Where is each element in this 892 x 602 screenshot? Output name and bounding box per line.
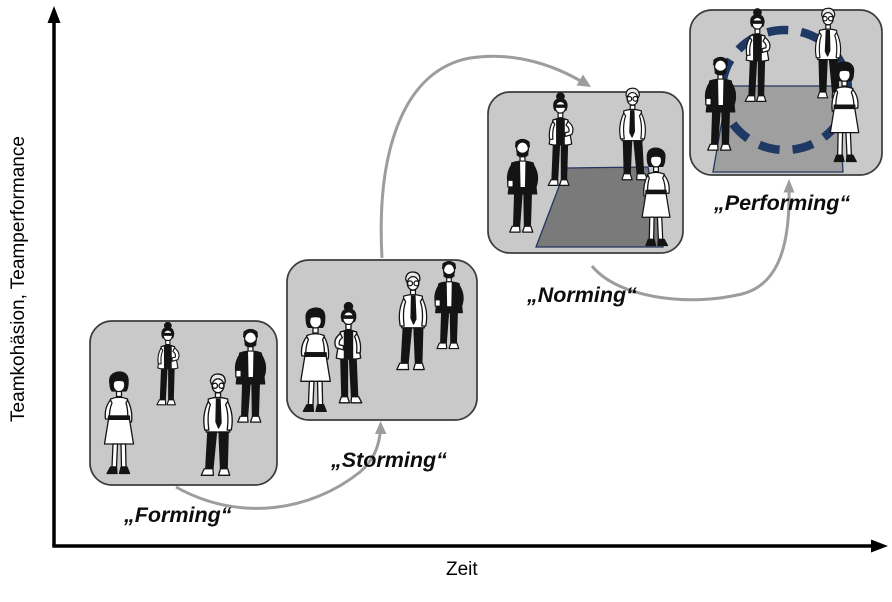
y-axis-label: Teamkohäsion, Teamperformance bbox=[8, 136, 29, 422]
stage-box-storming bbox=[286, 259, 478, 421]
arrow-forming-to-storming bbox=[175, 421, 387, 510]
stage-label-forming: „Forming“ bbox=[124, 503, 232, 527]
group-performing-people bbox=[704, 7, 860, 173]
stage-label-storming: „Storming“ bbox=[331, 448, 447, 472]
x-axis bbox=[52, 539, 888, 553]
x-axis-label: Zeit bbox=[446, 559, 478, 580]
stage-box-forming bbox=[89, 320, 278, 486]
group-norming-people bbox=[506, 87, 671, 248]
arrow-storming-to-norming bbox=[379, 54, 591, 259]
table-icon bbox=[535, 166, 664, 248]
y-axis bbox=[47, 6, 61, 546]
stage-label-performing: „Performing“ bbox=[714, 191, 851, 215]
arrow-norming-to-performing bbox=[590, 179, 795, 302]
stage-label-norming: „Norming“ bbox=[527, 283, 637, 307]
